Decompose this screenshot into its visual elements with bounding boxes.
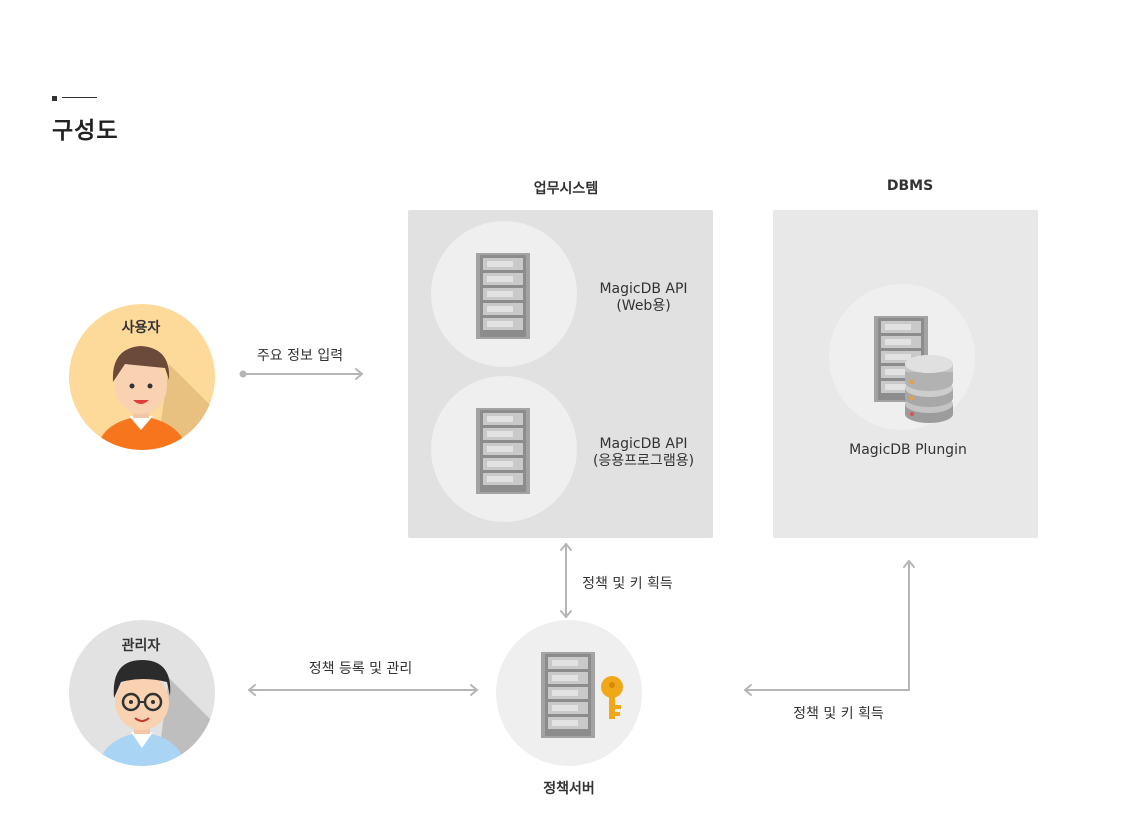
edge-policy-key-system-label: 정책 및 키 획득 [582, 576, 673, 592]
dbms-title: DBMS [886, 178, 934, 194]
user-avatar-icon [69, 304, 215, 450]
plugin-label: MagicDB Plungin [849, 442, 967, 458]
user-label: 사용자 [121, 320, 161, 336]
api-app-label-line1: MagicDB API [599, 436, 688, 452]
server-rack-icon [541, 652, 595, 738]
key-icon [601, 676, 623, 719]
title-marker [52, 96, 57, 101]
page-title: 구성도 [52, 118, 119, 144]
policy-server-label: 정책서버 [543, 781, 595, 797]
admin-label: 관리자 [121, 638, 161, 654]
api-app-label-line2: (응용프로그램용) [592, 453, 695, 469]
api-app-label: MagicDB API (응용프로그램용) [581, 436, 706, 470]
edge-admin-policy-label: 정책 등록 및 관리 [308, 661, 413, 677]
business-system-title: 업무시스템 [533, 181, 599, 197]
edge-policy-key-dbms-label: 정책 및 키 획득 [793, 706, 884, 722]
api-web-label-line2: (Web용) [616, 298, 671, 314]
server-rack-icon [476, 253, 530, 339]
edge-user-input-label: 주요 정보 입력 [256, 348, 344, 364]
server-rack-icon [476, 408, 530, 494]
title-rule [62, 97, 97, 98]
admin-avatar-icon [69, 620, 215, 766]
api-web-label: MagicDB API (Web용) [586, 281, 701, 315]
api-web-label-line1: MagicDB API [599, 281, 688, 297]
database-stack-icon [905, 355, 953, 423]
